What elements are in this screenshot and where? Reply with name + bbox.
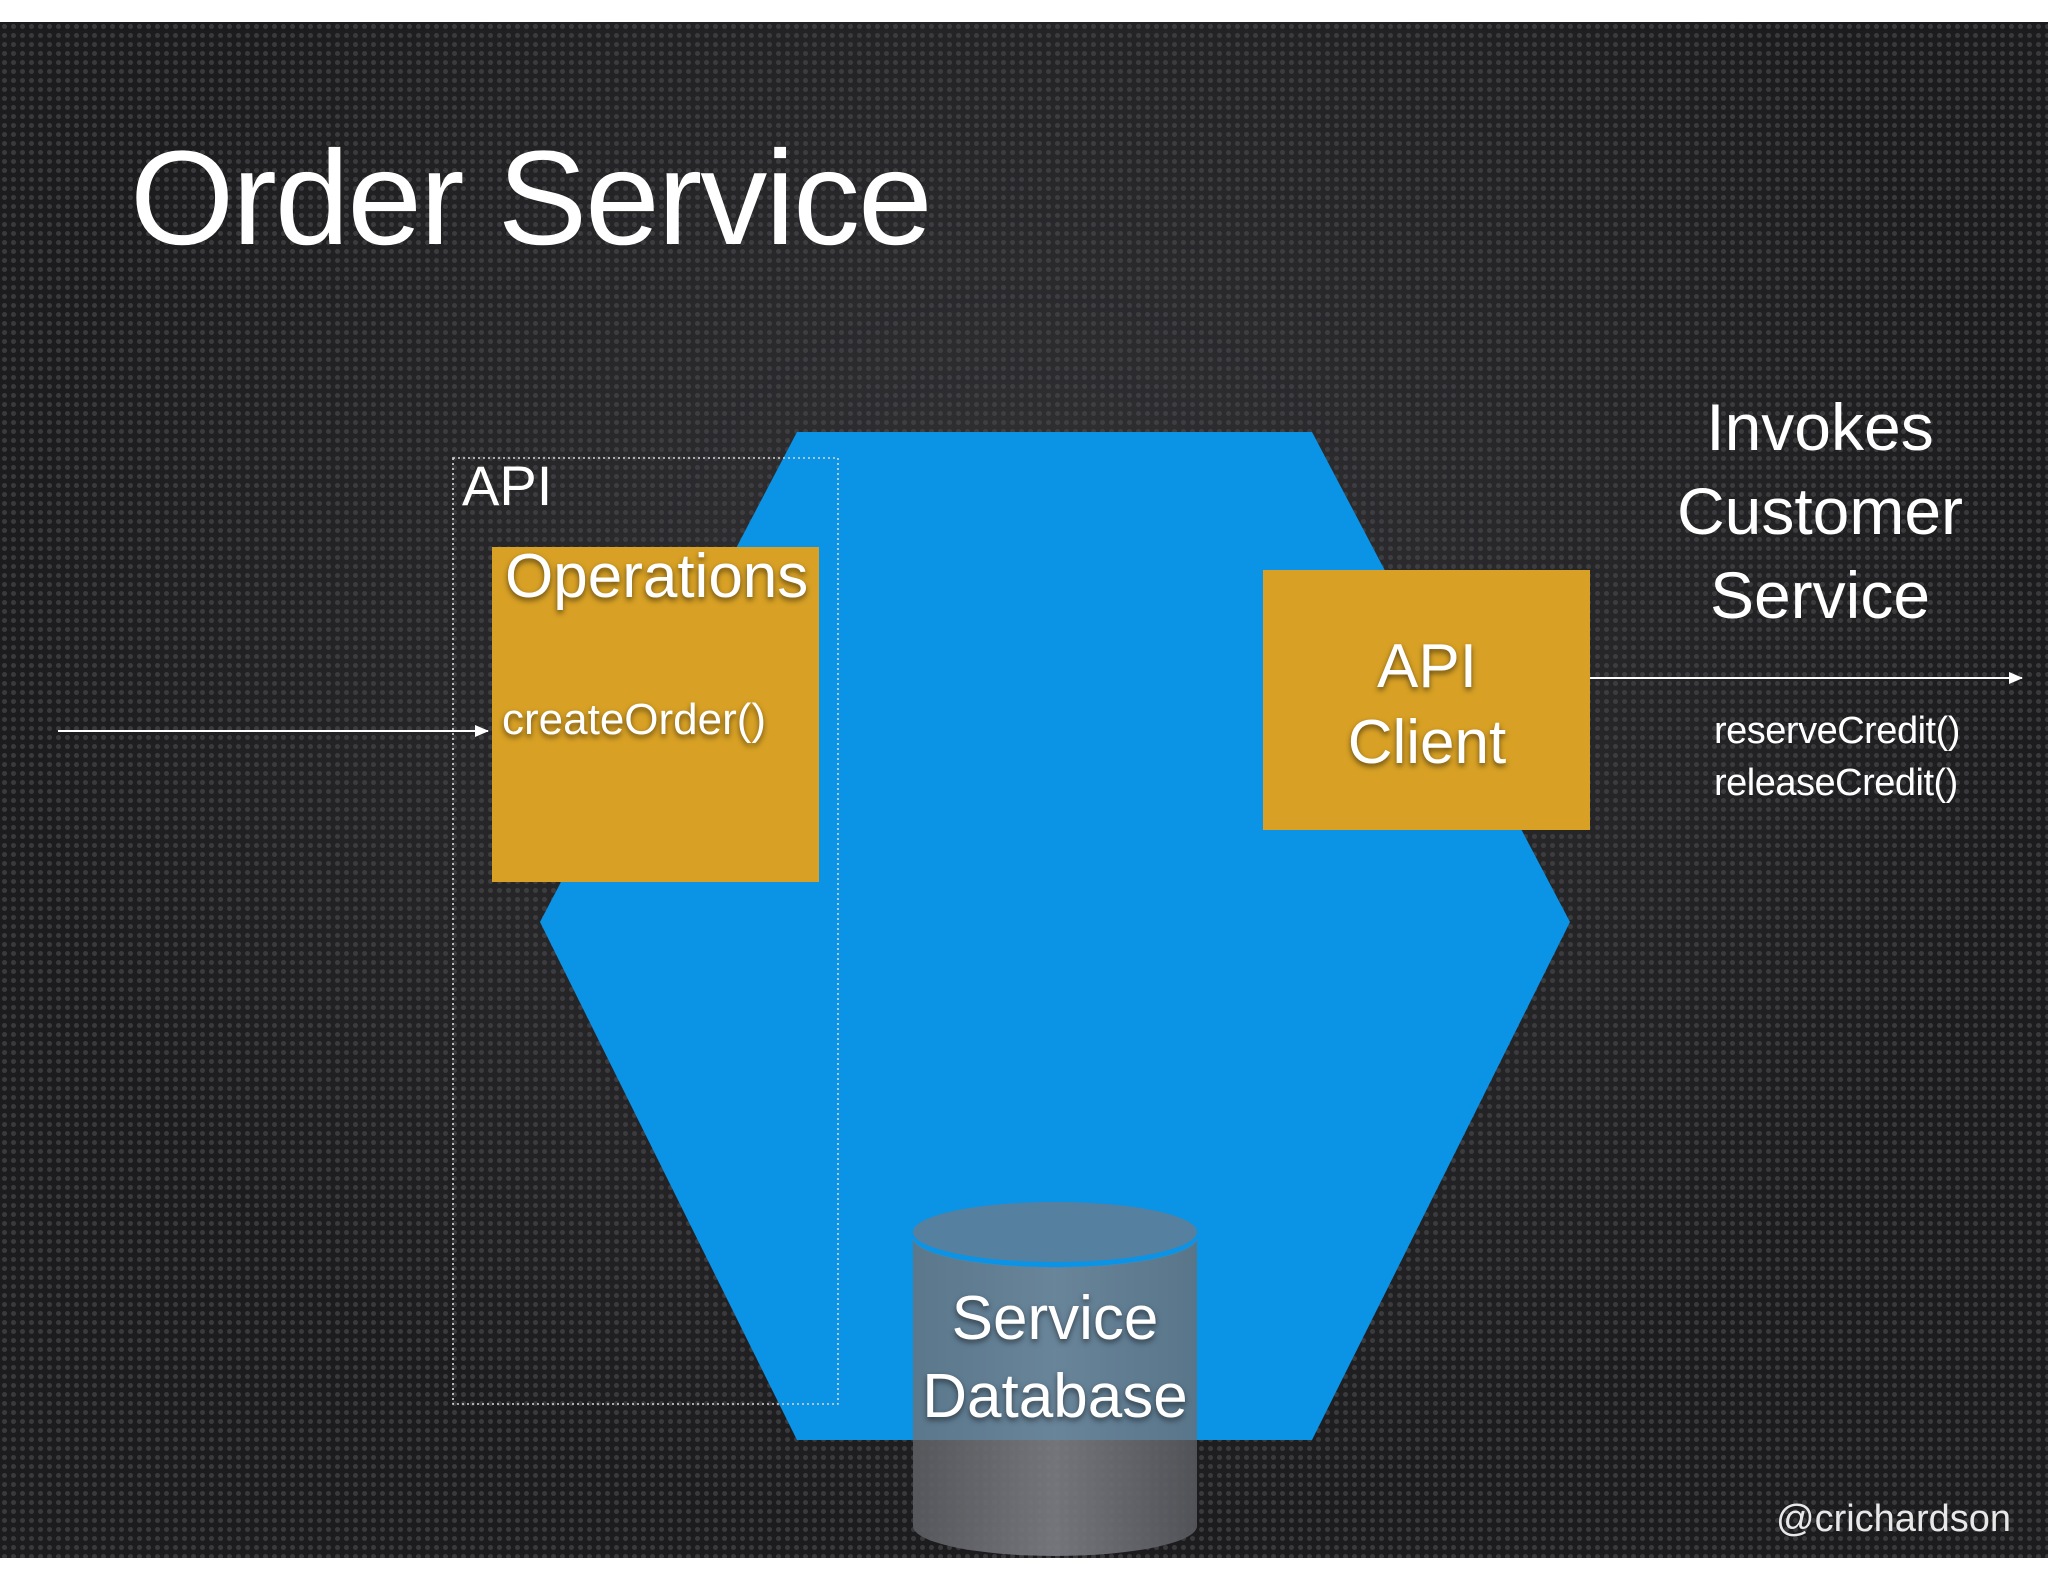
api-client-box bbox=[1263, 570, 1590, 830]
page-title: Order Service bbox=[130, 124, 933, 273]
api-client-label-line1: API bbox=[1377, 632, 1477, 701]
api-client-label-line2: Client bbox=[1347, 708, 1507, 777]
api-label: API bbox=[462, 454, 553, 517]
invokes-label-line1: Invokes bbox=[1706, 390, 1934, 464]
database-cylinder bbox=[912, 1202, 1198, 1556]
architecture-diagram bbox=[58, 432, 2023, 1556]
operations-box bbox=[492, 547, 819, 882]
operations-title: Operations bbox=[505, 542, 809, 611]
slide: Order Service bbox=[0, 22, 2048, 1558]
author-handle: @crichardson bbox=[1776, 1498, 2011, 1540]
release-credit-method: releaseCredit() bbox=[1714, 762, 1958, 804]
reserve-credit-method: reserveCredit() bbox=[1714, 710, 1960, 752]
database-label-line2: Database bbox=[922, 1362, 1188, 1431]
database-label-line1: Service bbox=[951, 1284, 1159, 1353]
invokes-label-line2: Customer bbox=[1676, 474, 1964, 548]
create-order-method: createOrder() bbox=[502, 695, 767, 744]
invokes-label-line3: Service bbox=[1709, 558, 1931, 632]
